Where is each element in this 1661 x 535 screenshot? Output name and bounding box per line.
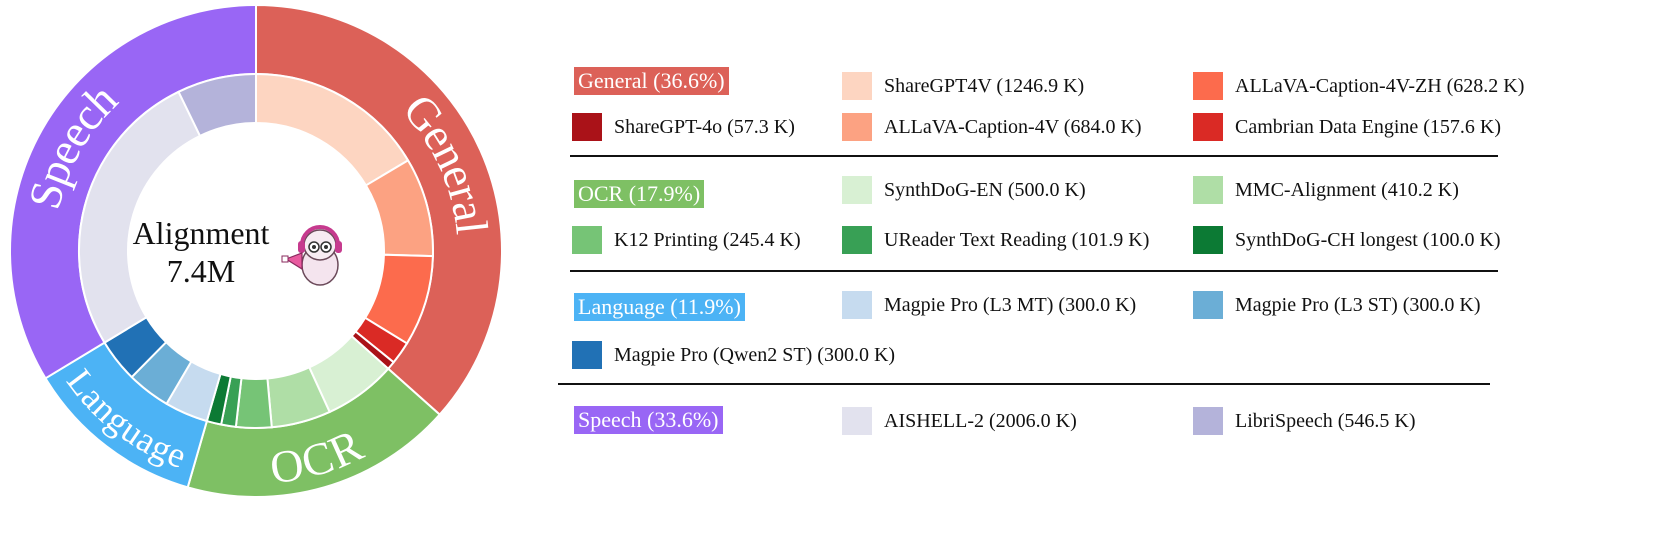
- legend-item-label: Magpie Pro (L3 ST) (300.0 K): [1235, 293, 1481, 316]
- legend-swatch: [1193, 176, 1223, 204]
- legend-swatch: [842, 291, 872, 319]
- legend-item: K12 Printing (245.4 K): [572, 226, 801, 254]
- legend-swatch: [1193, 407, 1223, 435]
- legend: General (36.6%) ShareGPT4V (1246.9 K) AL…: [558, 55, 1661, 485]
- legend-item-label: SynthDoG-CH longest (100.0 K): [1235, 228, 1501, 251]
- legend-item-label: Cambrian Data Engine (157.6 K): [1235, 115, 1502, 138]
- legend-item-label: ALLaVA-Caption-4V-ZH (628.2 K): [1235, 74, 1525, 97]
- legend-item: AISHELL-2 (2006.0 K): [842, 407, 1077, 435]
- legend-item: Cambrian Data Engine (157.6 K): [1193, 113, 1501, 141]
- legend-item: ALLaVA-Caption-4V (684.0 K): [842, 113, 1142, 141]
- legend-swatch: [1193, 72, 1223, 100]
- legend-divider: [558, 383, 1490, 385]
- legend-swatch: [842, 407, 872, 435]
- legend-item: Magpie Pro (L3 ST) (300.0 K): [1193, 291, 1481, 319]
- legend-swatch: [842, 176, 872, 204]
- legend-item-label: Magpie Pro (L3 MT) (300.0 K): [884, 293, 1137, 316]
- legend-item: MMC-Alignment (410.2 K): [1193, 176, 1459, 204]
- legend-item: Magpie Pro (Qwen2 ST) (300.0 K): [572, 341, 895, 369]
- legend-item-label: Magpie Pro (Qwen2 ST) (300.0 K): [614, 343, 896, 366]
- legend-swatch: [572, 113, 602, 141]
- legend-divider: [570, 155, 1498, 157]
- legend-swatch: [842, 72, 872, 100]
- legend-item-label: K12 Printing (245.4 K): [614, 228, 801, 251]
- legend-item: LibriSpeech (546.5 K): [1193, 407, 1416, 435]
- legend-item: Magpie Pro (L3 MT) (300.0 K): [842, 291, 1136, 319]
- legend-swatch: [1193, 226, 1223, 254]
- legend-item-label: ShareGPT4V (1246.9 K): [884, 74, 1085, 97]
- legend-item: ALLaVA-Caption-4V-ZH (628.2 K): [1193, 72, 1524, 100]
- center-value: 7.4M: [167, 253, 235, 289]
- legend-swatch: [1193, 113, 1223, 141]
- legend-swatch: [842, 226, 872, 254]
- legend-item-label: UReader Text Reading (101.9 K): [884, 228, 1150, 251]
- legend-item: SynthDoG-EN (500.0 K): [842, 176, 1086, 204]
- center-title: Alignment: [133, 215, 270, 251]
- legend-category-speech: Speech (33.6%): [574, 406, 723, 434]
- legend-item: ShareGPT-4o (57.3 K): [572, 113, 795, 141]
- legend-swatch: [842, 113, 872, 141]
- legend-divider: [570, 270, 1498, 272]
- legend-item-label: SynthDoG-EN (500.0 K): [884, 178, 1086, 201]
- legend-item-label: ALLaVA-Caption-4V (684.0 K): [884, 115, 1142, 138]
- legend-item: UReader Text Reading (101.9 K): [842, 226, 1149, 254]
- legend-item-label: LibriSpeech (546.5 K): [1235, 409, 1416, 432]
- legend-item: SynthDoG-CH longest (100.0 K): [1193, 226, 1501, 254]
- legend-category-ocr: OCR (17.9%): [574, 180, 705, 208]
- legend-category-general: General (36.6%): [574, 67, 729, 95]
- inner-slice: [177, 72, 257, 138]
- legend-swatch: [1193, 291, 1223, 319]
- legend-swatch: [572, 341, 602, 369]
- legend-category-language: Language (11.9%): [574, 293, 745, 321]
- legend-item-label: ShareGPT-4o (57.3 K): [614, 115, 795, 138]
- llama-mascot-icon: [281, 225, 342, 286]
- legend-item-label: MMC-Alignment (410.2 K): [1235, 178, 1459, 201]
- legend-swatch: [572, 226, 602, 254]
- legend-item-label: AISHELL-2 (2006.0 K): [884, 409, 1077, 432]
- legend-item: ShareGPT4V (1246.9 K): [842, 72, 1084, 100]
